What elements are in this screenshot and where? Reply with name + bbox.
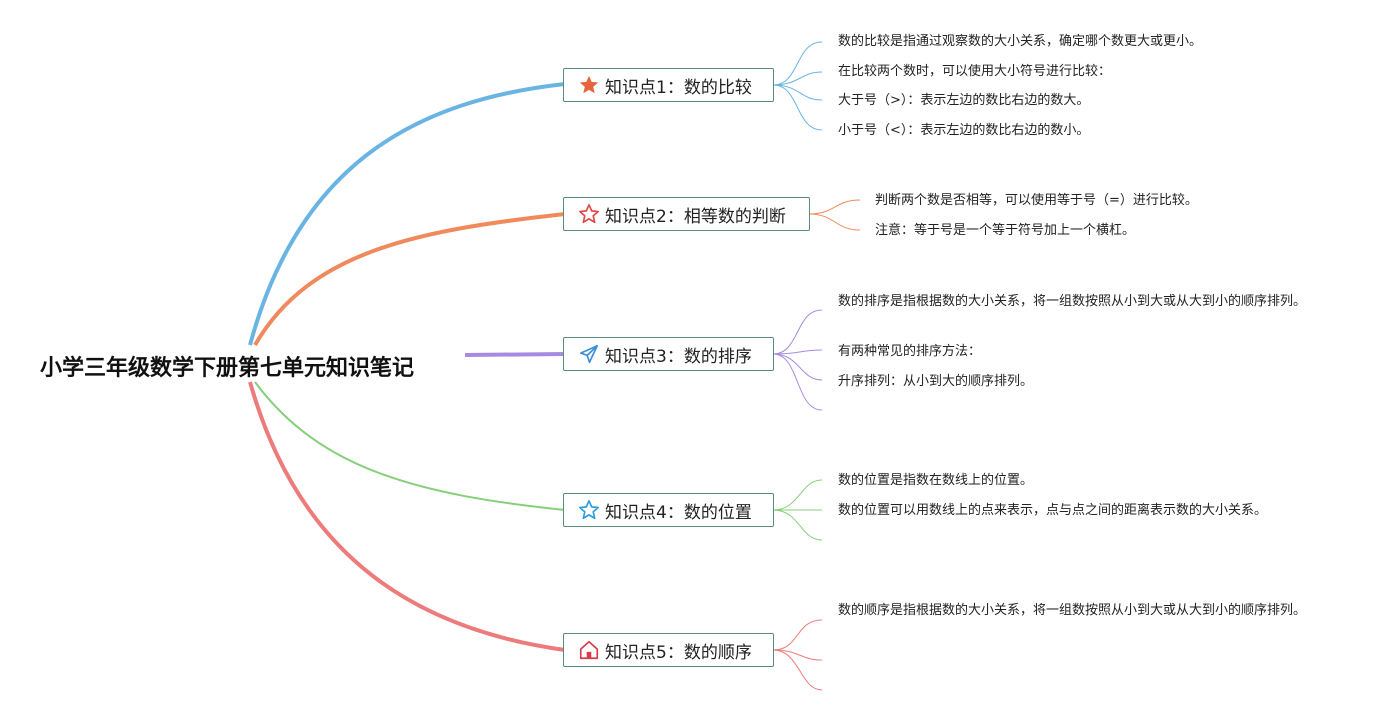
leaf-5-1: 数的顺序是指根据数的大小关系，将一组数按照从小到大或从大到小的顺序排列。 (838, 603, 1307, 618)
topic-node-1[interactable]: 知识点1：数的比较 (563, 68, 774, 102)
topic-label-1: 知识点1：数的比较 (605, 77, 752, 98)
sub-lines-5 (772, 619, 823, 691)
branch-line-1 (248, 82, 566, 346)
central-topic[interactable]: 小学三年级数学下册第七单元知识笔记 (40, 356, 415, 381)
leaf-1-2: 在比较两个数时，可以使用大小符号进行比较： (838, 64, 1112, 79)
leaf-1-1: 数的比较是指通过观察数的大小关系，确定哪个数更大或更小。 (838, 34, 1203, 49)
branch-line-4 (254, 381, 566, 511)
topic-label-4: 知识点4：数的位置 (605, 502, 752, 523)
sub-lines-4 (772, 479, 823, 541)
branch-line-5 (248, 381, 566, 652)
leaf-3-1: 数的排序是指根据数的大小关系，将一组数按照从小到大或从大到小的顺序排列。 (838, 294, 1307, 309)
star-outline-icon (578, 203, 600, 225)
home-icon (578, 639, 600, 661)
leaf-1-3: 大于号（>）：表示左边的数比右边的数大。 (838, 93, 1090, 108)
leaf-2-1: 判断两个数是否相等，可以使用等于号（=）进行比较。 (875, 193, 1198, 208)
paper-plane-icon (578, 343, 600, 365)
leaf-2-2: 注意：等于号是一个等于符号加上一个横杠。 (875, 223, 1136, 238)
topic-node-2[interactable]: 知识点2：相等数的判断 (563, 197, 810, 231)
leaf-4-1: 数的位置是指数在数线上的位置。 (838, 473, 1034, 488)
topic-node-3[interactable]: 知识点3：数的排序 (563, 337, 774, 371)
leaf-4-2: 数的位置可以用数线上的点来表示，点与点之间的距离表示数的大小关系。 (838, 503, 1268, 518)
topic-label-5: 知识点5：数的顺序 (605, 642, 752, 663)
branch-line-3 (464, 352, 566, 357)
topic-node-5[interactable]: 知识点5：数的顺序 (563, 633, 774, 667)
branch-line-2 (253, 212, 566, 347)
leaf-1-4: 小于号（<）：表示左边的数比右边的数小。 (838, 123, 1090, 138)
sub-lines-3 (772, 309, 823, 411)
topic-label-3: 知识点3：数的排序 (605, 346, 752, 367)
star-filled-icon (578, 74, 600, 96)
sub-lines-1 (772, 41, 823, 131)
leaf-3-3: 升序排列：从小到大的顺序排列。 (838, 374, 1034, 389)
sub-lines-2 (808, 199, 861, 231)
topic-label-2: 知识点2：相等数的判断 (605, 206, 786, 227)
leaf-3-2: 有两种常见的排序方法： (838, 344, 982, 359)
star-blue-icon (578, 499, 600, 521)
topic-node-4[interactable]: 知识点4：数的位置 (563, 493, 774, 527)
